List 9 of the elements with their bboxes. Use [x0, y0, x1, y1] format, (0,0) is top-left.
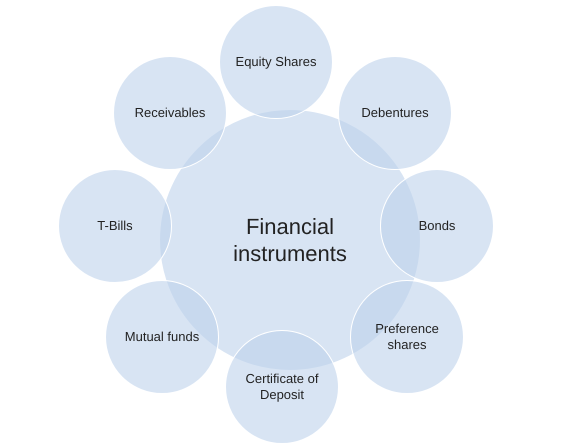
topic-label: Equity Shares	[236, 54, 316, 70]
topic-label: Receivables	[134, 104, 206, 122]
topic-label: Bonds	[418, 218, 456, 234]
topic-label: T-Bills	[97, 218, 133, 234]
topic-label: Mutual funds	[124, 328, 200, 346]
topic-label: Certificate of Deposit	[244, 370, 320, 404]
topic-label: Debentures	[361, 104, 429, 122]
central-label: Financial instruments	[232, 212, 348, 268]
topic-label: Preference shares	[374, 320, 440, 354]
